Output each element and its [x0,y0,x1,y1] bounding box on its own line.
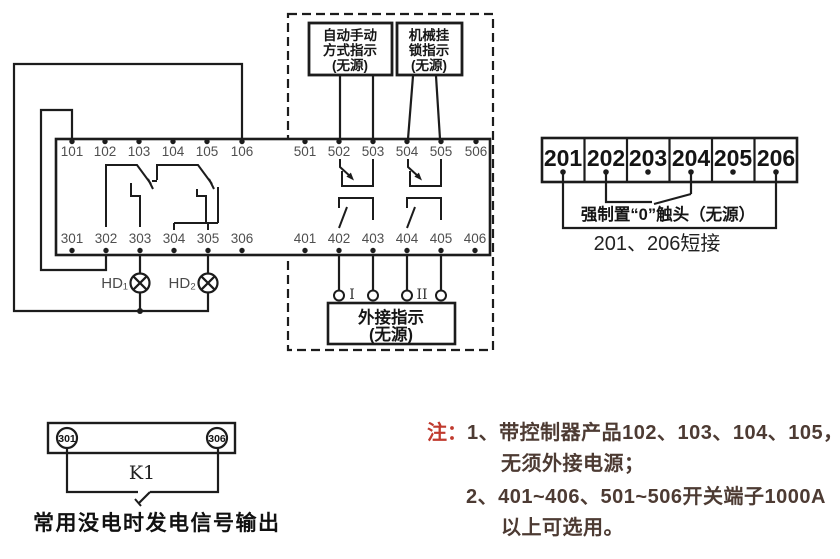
terminal-404: 404 [396,231,419,246]
terminal-301: 301 [61,231,84,246]
k1-relay-label: K1 [129,462,155,484]
roman-one-label: I [349,287,355,303]
generator-terminal-301-label: 301 [58,433,76,445]
terminal-403: 403 [362,231,385,246]
auto-manual-box-line1: 自动手动 [323,27,377,43]
external-wires [337,254,443,290]
contact-402-403 [338,197,374,229]
junction-dot [137,308,143,314]
terminal-406: 406 [464,231,487,246]
note-line3: 2、401~406、501~506开关端子1000A [466,484,826,508]
open-terminal-405 [435,289,447,302]
terminal-402: 402 [328,231,351,246]
note-line1: 1、带控制器产品102、103、104、105， [467,420,840,444]
note-line4: 以上可选用。 [501,516,624,539]
lamp-hd1-label: HD₁ [101,275,128,292]
roman-two-label: II [416,287,427,303]
k1-contact-tick [134,498,142,507]
strip-cell-201: 201 [544,145,583,171]
outer-loop-wire [12,62,244,313]
contact-502-arrow [346,172,354,181]
generator-box [46,421,237,455]
terminal-405: 405 [430,231,453,246]
terminal-503: 503 [362,144,385,159]
contact-502-503 [339,159,374,187]
terminal-504: 504 [396,144,419,159]
terminal-506: 506 [465,144,488,159]
strip-cell-202: 202 [587,145,625,171]
terminal-106: 106 [231,144,254,159]
terminal-104: 104 [162,144,185,159]
terminal-105: 105 [196,144,219,159]
external-indication-box [326,301,457,346]
lamp-hd1-icon [129,272,151,294]
terminal-101: 101 [61,144,84,159]
auto-manual-box-line3: (无源) [332,57,368,73]
contact-404-405 [406,197,442,229]
terminal-306: 306 [231,231,254,246]
strip-short-bracket [561,173,778,230]
mech-lock-box-line1: 机械挂 [409,27,450,43]
contact-302-303 [105,164,157,227]
contact-504-arrow [414,172,422,181]
terminal-304: 304 [163,231,186,246]
terminal-305: 305 [197,231,220,246]
strip-cell-204: 204 [672,145,711,171]
open-terminal-404 [401,289,413,302]
note-line2: 无须外接电源； [501,451,645,475]
strip-cell-206: 206 [757,145,795,171]
open-terminal-403 [367,289,379,302]
mech-lock-box [395,21,464,77]
strip-dots [560,169,779,175]
mech-lock-box-line3: (无源) [411,57,447,73]
terminal-401: 401 [294,231,317,246]
terminal-dots-bottom [69,247,478,254]
mech-lock-box-line2: 锁指示 [409,42,450,58]
terminal-502: 502 [328,144,351,159]
contact-304-305-tick [208,178,215,190]
terminal-505: 505 [430,144,453,159]
terminal-501: 501 [294,144,317,159]
external-box-line1: 外接指示 [358,307,424,327]
generator-terminal-306-label: 306 [208,433,226,445]
terminal-302: 302 [95,231,118,246]
contact-504-505 [407,159,442,187]
note-mark: 注： [427,420,467,444]
terminal-103: 103 [128,144,151,159]
lamp-hd2-label: HD₂ [169,275,197,292]
auto-manual-box-line2: 方式指示 [323,42,377,58]
terminal-303: 303 [129,231,152,246]
generator-caption: 常用没电时发电信号输出 [33,511,281,535]
strip-short-label: 201、206短接 [594,232,721,255]
strip-cell-203: 203 [629,145,667,171]
mech-lock-wires [406,75,442,140]
generator-wires [65,448,220,504]
strip-force-zero-switch [604,173,693,206]
auto-manual-wires [338,76,375,139]
open-terminal-402 [333,289,345,302]
contact-302-303-tick [147,178,154,190]
strip-dividers [583,138,756,182]
inner-loop-wire [39,108,108,272]
contact-304-305 [156,164,219,230]
auto-manual-box [307,21,394,77]
strip-force-zero-label: 强制置“0”触头（无源） [581,204,755,224]
lamp-hd2-icon [197,272,219,294]
terminal-102: 102 [94,144,117,159]
strip-cell-205: 205 [714,145,753,171]
external-box-line2: (无源) [369,324,413,344]
terminal-dots-top [69,138,479,145]
